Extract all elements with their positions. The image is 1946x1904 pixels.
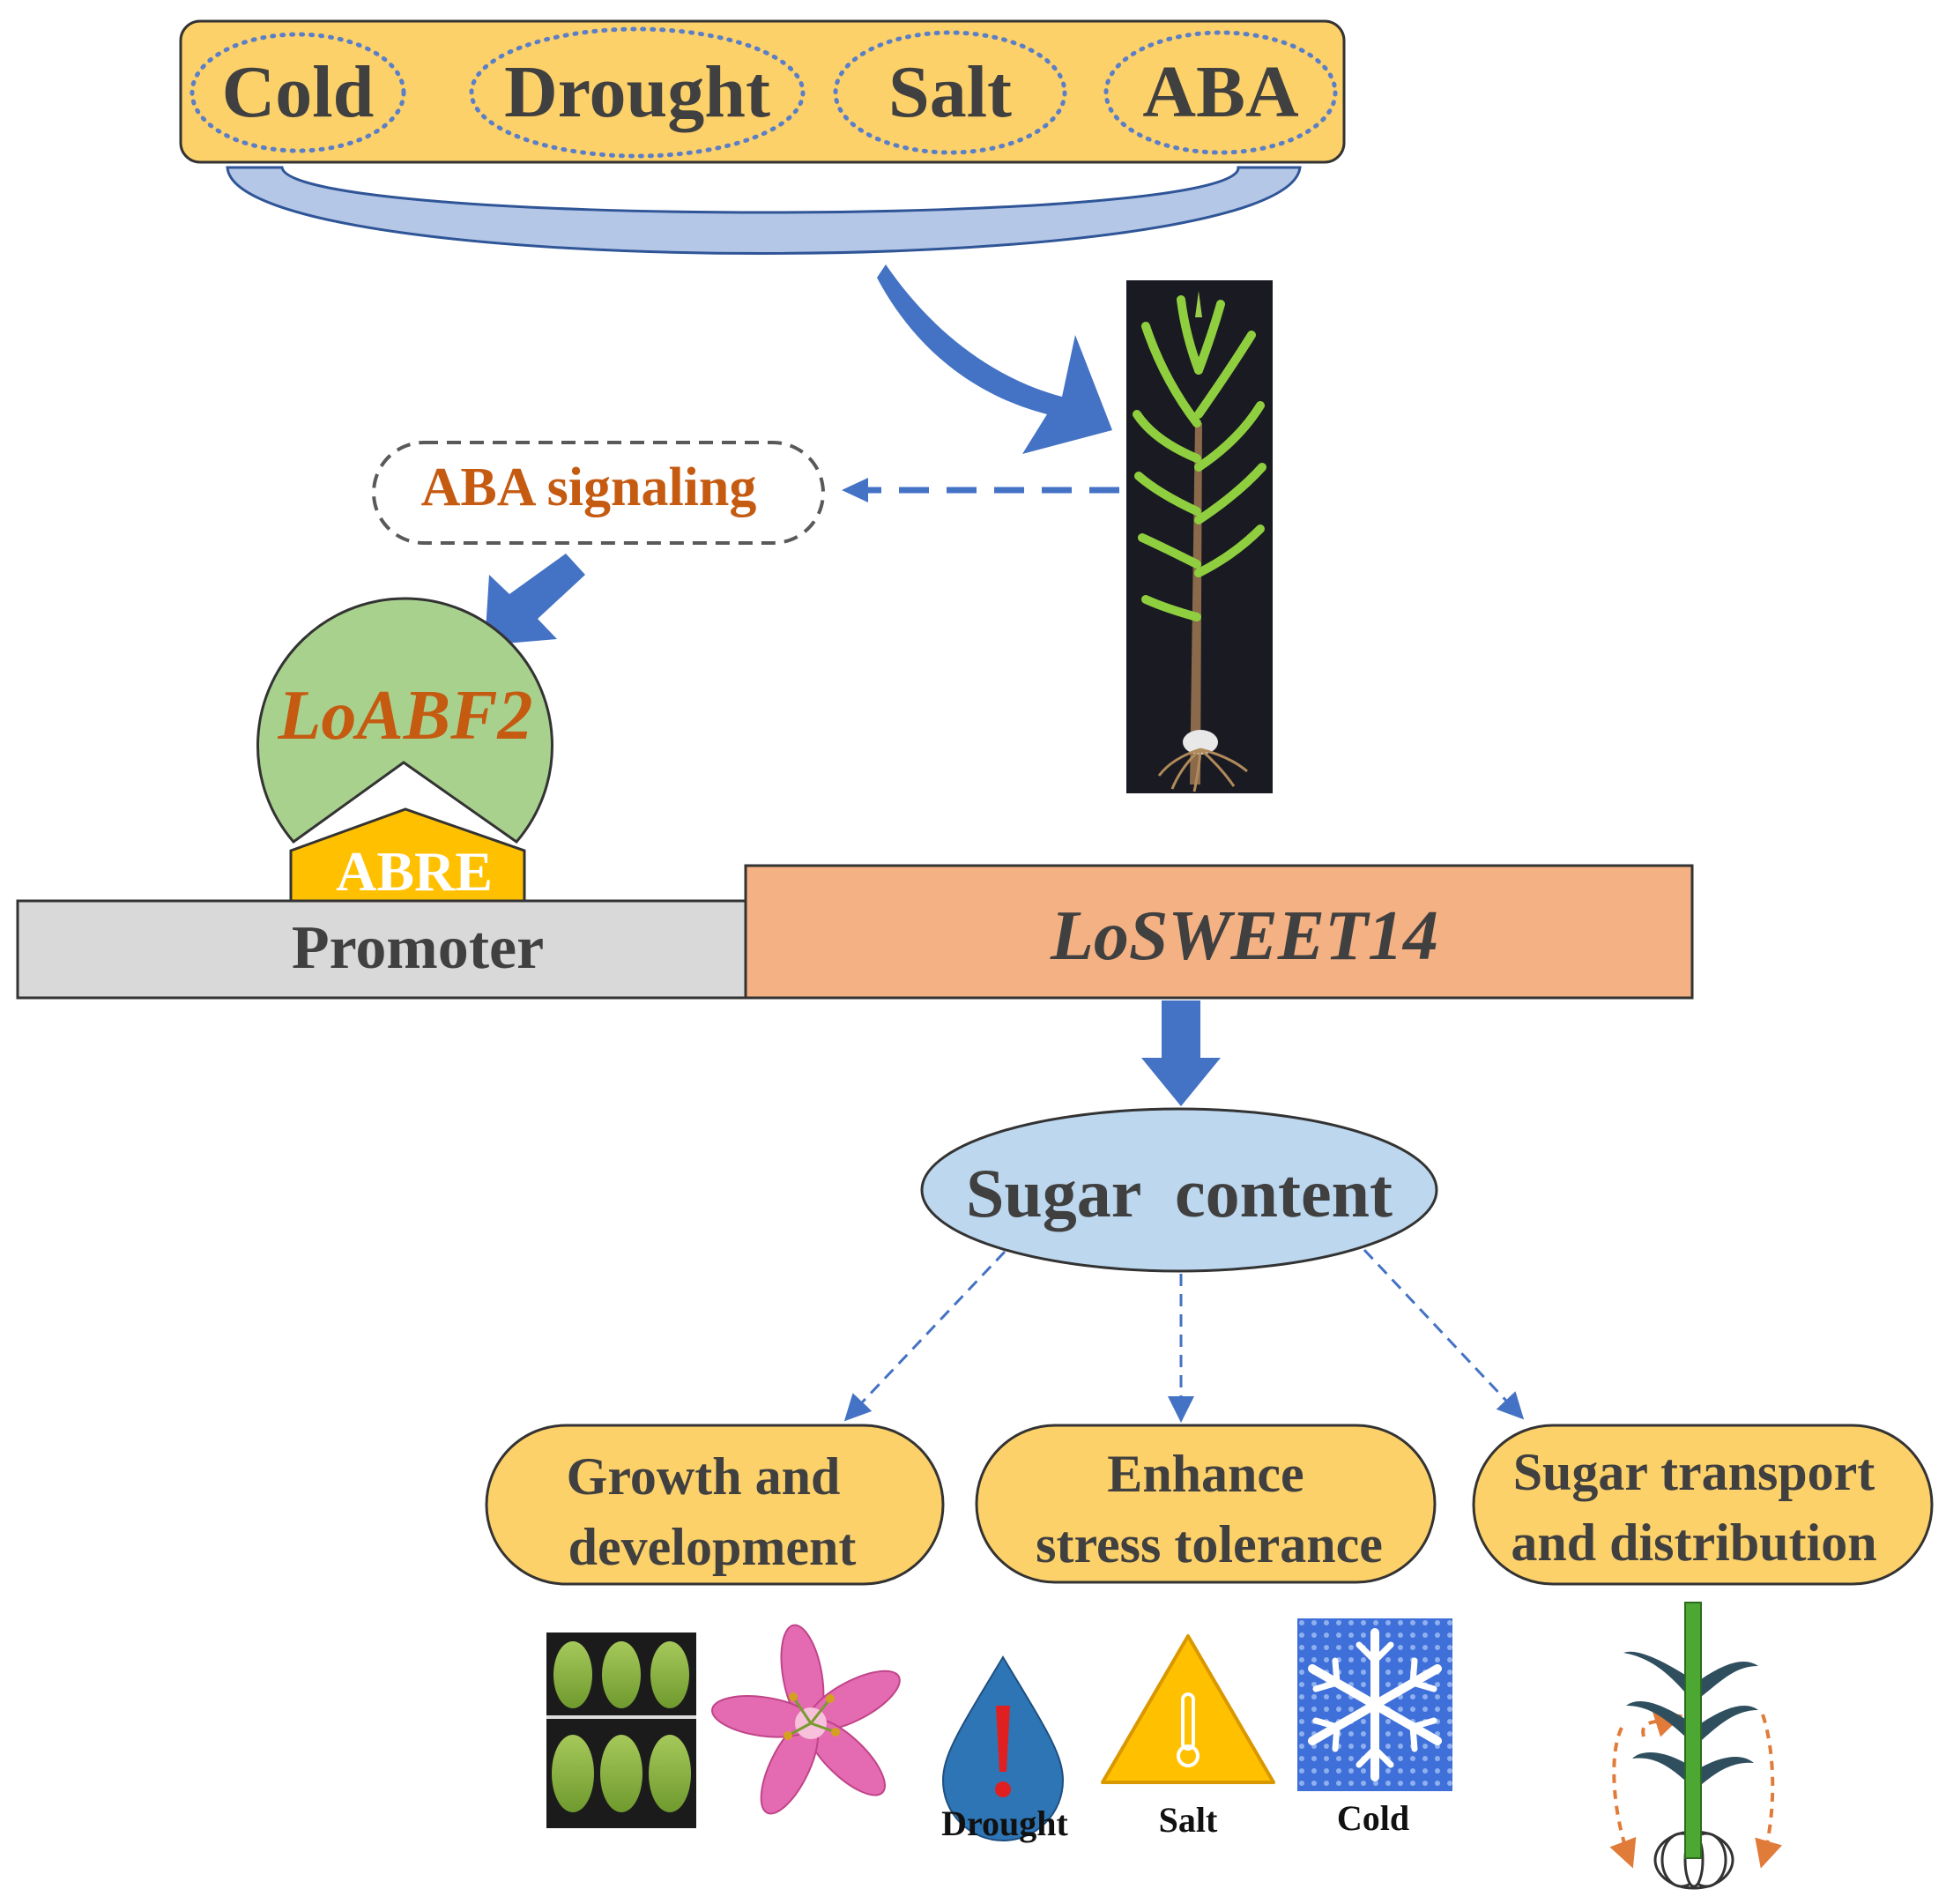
salt-warning-icon: Salt — [1101, 1634, 1275, 1840]
drought-icon-label: Drought — [941, 1804, 1068, 1843]
salt-icon-label: Salt — [1159, 1800, 1218, 1840]
outcome-growth-line2: development — [568, 1518, 857, 1576]
stress-cold-label: Cold — [222, 51, 375, 133]
loabf2-label: LoABF2 — [278, 677, 533, 755]
salt-oval — [833, 30, 1067, 155]
drought-drop-icon: Drought — [941, 1655, 1069, 1843]
stress-aba-label: ABA — [1142, 51, 1299, 133]
cold-icon-label: Cold — [1337, 1798, 1409, 1838]
outcome-growth-line1: Growth and — [567, 1447, 841, 1506]
outcome-transport: Sugar transport and distribution — [1472, 1424, 1934, 1586]
stress-salt-label: Salt — [888, 51, 1012, 133]
promoter-region: Promoter — [16, 899, 749, 1000]
stress-to-plant-arrow — [877, 264, 1112, 454]
gene-to-sugar-arrow — [1141, 1000, 1221, 1106]
cold-snowflake-icon: Cold — [1297, 1618, 1452, 1838]
bracket-curve — [226, 166, 1302, 255]
sugar-transport-plant-icon — [1609, 1602, 1783, 1890]
stress-drought-label: Drought — [504, 51, 770, 133]
loabf2-shape — [256, 597, 553, 844]
outcome-transport-line2: and distribution — [1511, 1514, 1876, 1572]
plant-to-signaling-arrowhead — [842, 478, 868, 502]
sugar-to-transport-arrow — [1363, 1248, 1525, 1420]
sugar-content-node: Sugar content — [920, 1107, 1438, 1273]
abre-label: ABRE — [336, 840, 493, 903]
losweet14-label: LoSWEET14 — [1050, 897, 1438, 975]
outcome-growth: Growth and development — [485, 1424, 945, 1586]
cold-oval — [189, 32, 406, 153]
aba-signaling-label: ABA signaling — [421, 457, 757, 517]
signaling-to-tf-arrow — [485, 554, 585, 645]
stress-factors-bar: Cold Drought Salt ABA — [179, 19, 1346, 164]
leaves-photo — [546, 1633, 696, 1828]
outcome-stress-line2: stress tolerance — [1036, 1515, 1383, 1573]
outcome-stress-line1: Enhance — [1107, 1445, 1304, 1503]
abre-element: ABRE — [289, 807, 526, 905]
promoter-label: Promoter — [292, 914, 544, 982]
aba-signaling-node: ABA signaling — [372, 441, 825, 545]
lily-flower-icon — [711, 1624, 901, 1815]
outcome-stress: Enhance stress tolerance — [975, 1424, 1437, 1584]
lily-plant-photo — [1126, 280, 1273, 793]
aba-oval — [1103, 30, 1338, 155]
loabf2-factor: LoABF2 — [256, 597, 553, 844]
drought-oval — [469, 26, 806, 159]
outcome-transport-line1: Sugar transport — [1513, 1443, 1875, 1501]
sugar-content-label: Sugar content — [966, 1155, 1393, 1231]
losweet14-gene: LoSWEET14 — [744, 864, 1694, 1000]
sugar-to-growth-arrow — [843, 1250, 1006, 1422]
